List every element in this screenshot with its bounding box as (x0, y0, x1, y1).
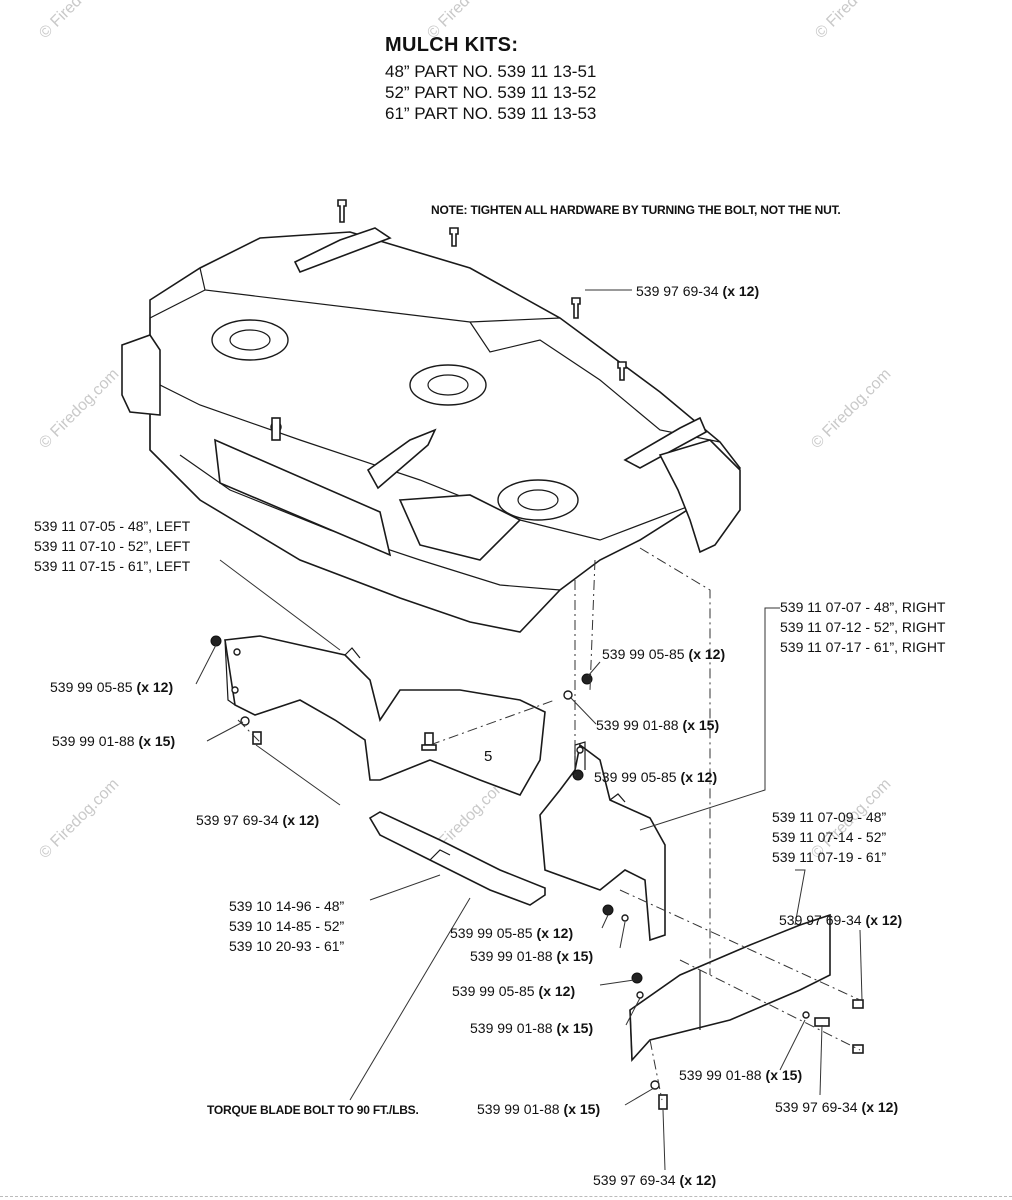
part-number: 539 99 01-88 (470, 948, 553, 964)
part-number: 539 99 01-88 (679, 1067, 762, 1083)
part-line: 539 11 07-05 - 48”, LEFT (34, 518, 191, 534)
quantity: (x 12) (722, 283, 760, 299)
part-label-bolt-left: 539 97 69-34(x 12) (196, 811, 319, 829)
part-label-nut-lower2: 539 99 05-85(x 12) (452, 982, 575, 1000)
part-number: 539 99 05-85 (602, 646, 685, 662)
part-label-right-baffle: 539 11 07-07 - 48”, RIGHT 539 11 07-12 -… (780, 597, 945, 657)
quantity: (x 15) (765, 1067, 803, 1083)
part-number: 539 99 01-88 (470, 1020, 553, 1036)
part-line: 539 11 07-07 - 48”, RIGHT (780, 599, 946, 615)
mulch-kit-header: MULCH KITS: 48” PART NO. 539 11 13-51 52… (385, 34, 596, 124)
part-line: 539 10 20-93 - 61” (229, 938, 345, 954)
part-number: 539 99 01-88 (477, 1101, 560, 1117)
quantity: (x 12) (865, 912, 903, 928)
part-number: 539 97 69-34 (779, 912, 862, 928)
part-label-washer-lower1: 539 99 01-88(x 15) (470, 947, 593, 965)
part-label-bolt-right2: 539 97 69-34(x 12) (775, 1098, 898, 1116)
part-label-washer-center: 539 99 01-88(x 15) (596, 716, 719, 734)
part-number: 539 97 69-34 (636, 283, 719, 299)
quantity: (x 15) (563, 1101, 601, 1117)
hardware-note: NOTE: TIGHTEN ALL HARDWARE BY TURNING TH… (431, 203, 841, 217)
part-number: 539 97 69-34 (593, 1172, 676, 1188)
part-label-left-baffle: 539 11 07-05 - 48”, LEFT 539 11 07-10 - … (34, 516, 190, 576)
part-label-washer-left: 539 99 01-88(x 15) (52, 732, 175, 750)
quantity: (x 15) (556, 1020, 594, 1036)
part-label-blade: 539 10 14-96 - 48” 539 10 14-85 - 52” 53… (229, 896, 344, 956)
quantity: (x 12) (679, 1172, 717, 1188)
part-line: 539 11 07-17 - 61”, RIGHT (780, 639, 946, 655)
part-number: 539 99 05-85 (452, 983, 535, 999)
part-label-washer-bottom: 539 99 01-88(x 15) (477, 1100, 600, 1118)
part-label-washer-right: 539 99 01-88(x 15) (679, 1066, 802, 1084)
assembly-lines (237, 547, 861, 1101)
part-label-bolt-top: 539 97 69-34(x 12) (636, 282, 759, 300)
part-number: 539 99 01-88 (596, 717, 679, 733)
front-baffle (629, 913, 831, 1062)
mower-deck (121, 227, 742, 633)
part-line: 539 11 07-12 - 52”, RIGHT (780, 619, 946, 635)
kit-part-line: 52” PART NO. 539 11 13-52 (385, 83, 597, 102)
page-bottom-rule (0, 1196, 1012, 1198)
callout-number: 5 (484, 748, 493, 765)
part-number: 539 99 05-85 (594, 769, 677, 785)
part-number: 539 99 05-85 (450, 925, 533, 941)
part-number: 539 99 01-88 (52, 733, 135, 749)
part-label-nut-lower1: 539 99 05-85(x 12) (450, 924, 573, 942)
mower-blade (368, 811, 546, 906)
quantity: (x 12) (680, 769, 718, 785)
kit-title: MULCH KITS: (385, 34, 519, 56)
quantity: (x 15) (138, 733, 176, 749)
part-label-bolt-bottom: 539 97 69-34(x 12) (593, 1171, 716, 1189)
quantity: (x 15) (556, 948, 594, 964)
quantity: (x 12) (538, 983, 576, 999)
quantity: (x 12) (536, 925, 574, 941)
part-line: 539 11 07-15 - 61”, LEFT (34, 558, 191, 574)
part-line: 539 11 07-19 - 61” (772, 849, 887, 865)
part-line: 539 11 07-14 - 52” (772, 829, 887, 845)
quantity: (x 12) (282, 812, 320, 828)
deck-hardware (270, 199, 627, 441)
quantity: (x 15) (682, 717, 720, 733)
part-line: 539 10 14-85 - 52” (229, 918, 345, 934)
part-number: 539 97 69-34 (196, 812, 279, 828)
part-label-front-baffle: 539 11 07-09 - 48” 539 11 07-14 - 52” 53… (772, 807, 886, 867)
left-baffle (224, 635, 546, 796)
part-label-bolt-right: 539 97 69-34(x 12) (779, 911, 902, 929)
part-label-nut-center2: 539 99 05-85(x 12) (594, 768, 717, 786)
quantity: (x 12) (861, 1099, 899, 1115)
quantity: (x 12) (688, 646, 726, 662)
part-label-washer-lower2: 539 99 01-88(x 15) (470, 1019, 593, 1037)
right-baffle (539, 741, 666, 942)
leader-lines (195, 289, 863, 1171)
part-number: 539 99 05-85 (50, 679, 133, 695)
quantity: (x 12) (136, 679, 174, 695)
kit-part-line: 61” PART NO. 539 11 13-53 (385, 104, 597, 123)
part-label-nut-left: 539 99 05-85(x 12) (50, 678, 173, 696)
part-number: 539 97 69-34 (775, 1099, 858, 1115)
kit-part-line: 48” PART NO. 539 11 13-51 (385, 62, 597, 81)
part-line: 539 10 14-96 - 48” (229, 898, 345, 914)
torque-note: TORQUE BLADE BOLT TO 90 FT./LBS. (207, 1103, 419, 1117)
part-line: 539 11 07-10 - 52”, LEFT (34, 538, 191, 554)
part-label-nut-center: 539 99 05-85(x 12) (602, 645, 725, 663)
part-line: 539 11 07-09 - 48” (772, 809, 887, 825)
